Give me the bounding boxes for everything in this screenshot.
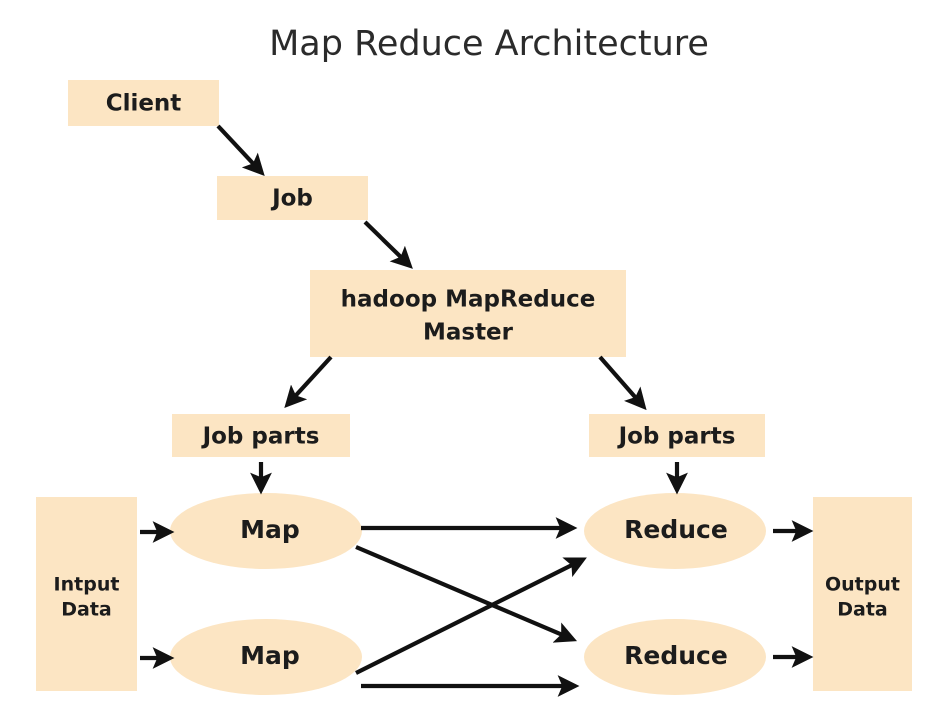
master-label-line2: Master	[423, 320, 514, 346]
client-box	[68, 80, 219, 126]
node-map-top[interactable]: Map	[170, 493, 362, 569]
master-box	[310, 270, 626, 357]
client-label: Client	[106, 91, 182, 117]
output-data-label-line2: Data	[837, 599, 888, 621]
node-output-data[interactable]: Output Data	[813, 497, 912, 691]
job-parts-right-label: Job parts	[617, 424, 736, 450]
node-reduce-top[interactable]: Reduce	[584, 493, 766, 569]
edge-client-to-job	[216, 124, 265, 176]
node-client[interactable]: Client	[68, 80, 219, 126]
reduce-top-label: Reduce	[624, 515, 728, 544]
job-parts-left-label: Job parts	[201, 424, 320, 450]
job-label: Job	[270, 186, 313, 212]
output-data-label-line1: Output	[825, 574, 900, 596]
node-input-data[interactable]: Intput Data	[36, 497, 137, 691]
node-job-parts-right[interactable]: Job parts	[589, 414, 765, 457]
job-parts-right-box	[589, 414, 765, 457]
map-top-label: Map	[240, 515, 300, 544]
edge-map-bottom-to-reduce-top	[355, 557, 587, 675]
reduce-top-ellipse	[584, 493, 766, 569]
edge-job-to-master	[363, 220, 413, 269]
output-data-box	[813, 497, 912, 691]
input-data-label-line2: Data	[61, 599, 112, 621]
map-top-ellipse	[170, 493, 362, 569]
node-map-bottom[interactable]: Map	[170, 619, 362, 695]
map-bottom-label: Map	[240, 641, 300, 670]
input-data-label-line1: Intput	[54, 574, 120, 596]
job-box	[217, 176, 368, 220]
master-label-line1: hadoop MapReduce	[341, 287, 596, 313]
edge-map-top-to-reduce-bottom	[355, 545, 578, 643]
job-parts-left-box	[172, 414, 350, 457]
map-bottom-ellipse	[170, 619, 362, 695]
input-data-box	[36, 497, 137, 691]
node-reduce-bottom[interactable]: Reduce	[584, 619, 766, 695]
edge-master-to-job-parts-left	[284, 355, 333, 409]
reduce-bottom-label: Reduce	[624, 641, 728, 670]
edge-master-to-job-parts-right	[598, 355, 647, 411]
node-job[interactable]: Job	[217, 176, 368, 220]
diagram-title: Map Reduce Architecture	[269, 24, 709, 64]
node-hadoop-mapreduce-master[interactable]: hadoop MapReduce Master	[310, 270, 626, 357]
reduce-bottom-ellipse	[584, 619, 766, 695]
node-job-parts-left[interactable]: Job parts	[172, 414, 350, 457]
